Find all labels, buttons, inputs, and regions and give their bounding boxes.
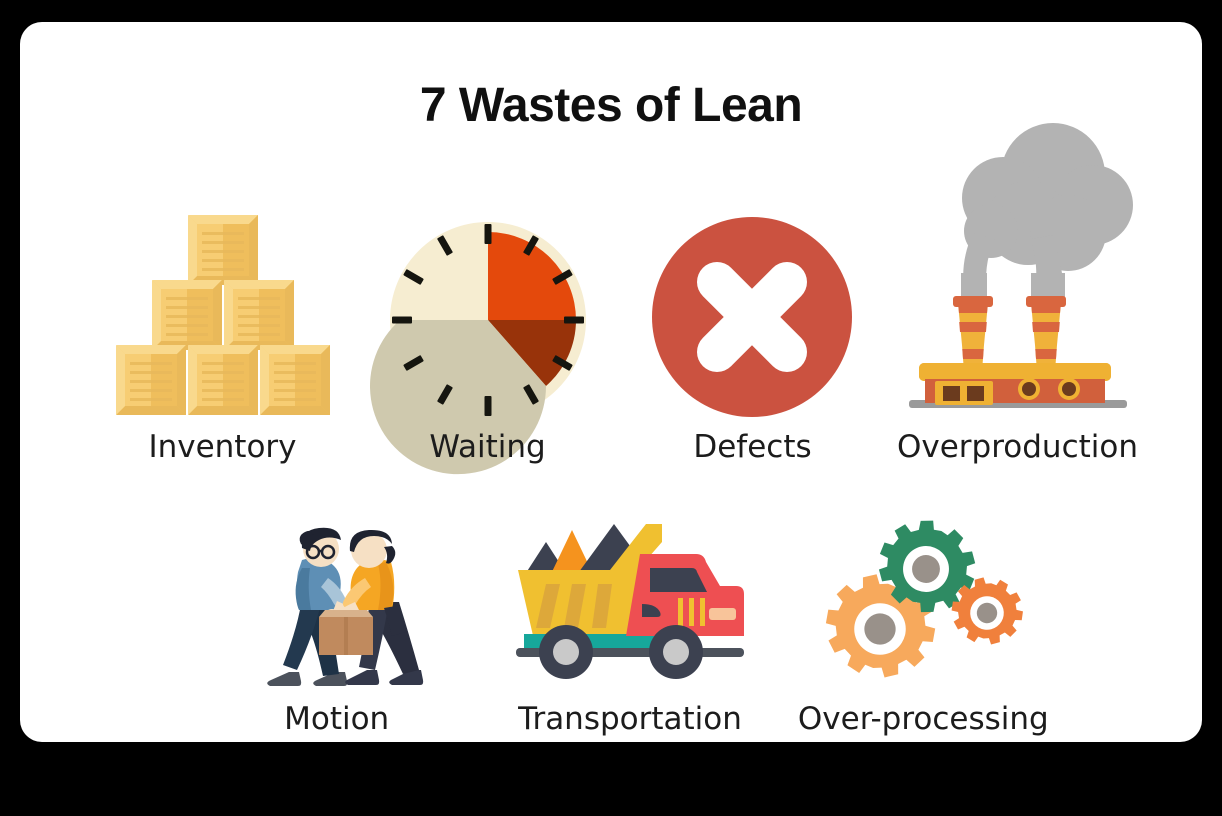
waste-item-overproduction[interactable]: Overproduction [885,123,1150,465]
waste-label-transportation: Transportation [518,701,742,737]
clock-pie-icon [369,204,593,475]
waste-label-motion: Motion [284,701,390,737]
waste-item-inventory[interactable]: Inventory [90,192,355,465]
waste-item-waiting[interactable]: Waiting [355,192,620,475]
waste-label-over-processing: Over-processing [797,701,1049,737]
waste-label-defects: Defects [693,429,812,465]
dump-truck-icon [510,492,750,687]
waste-row-1: Inventory [90,123,1150,475]
waste-item-defects[interactable]: Defects [620,192,885,465]
waste-row-2: Motion [190,492,1070,737]
waste-label-overproduction: Overproduction [896,429,1139,465]
waste-label-inventory: Inventory [148,429,297,465]
waste-item-over-processing[interactable]: Over-processing [777,492,1070,737]
infographic-card: 7 Wastes of Lean [20,22,1202,742]
page-title: 7 Wastes of Lean [419,79,803,132]
error-cross-circle-icon [650,202,855,417]
waste-item-motion[interactable]: Motion [190,492,483,737]
waste-label-waiting: Waiting [429,429,546,465]
smoking-factory-icon [903,123,1133,415]
waste-item-transportation[interactable]: Transportation [483,492,776,737]
stacked-crates-icon [113,192,333,415]
three-gears-icon [818,492,1028,687]
two-people-carrying-box-icon [249,492,424,687]
